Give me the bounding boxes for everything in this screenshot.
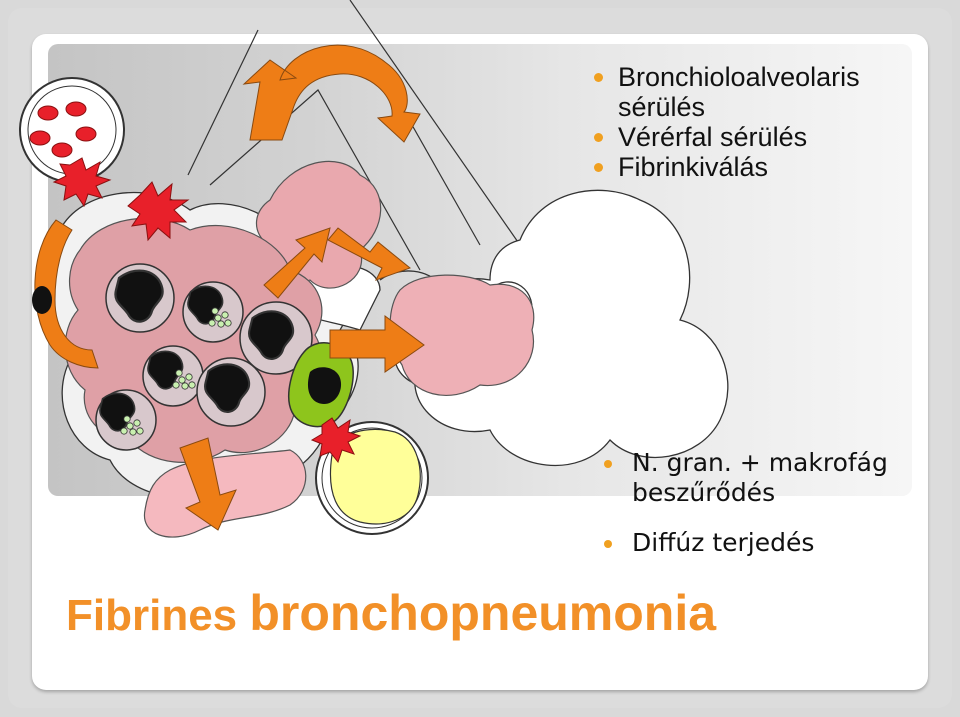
damage-star-icon <box>310 417 362 464</box>
arrow-icon <box>179 437 237 531</box>
green-macrophage <box>288 342 354 428</box>
bullet-item: Bronchioloalveolaris sérülés <box>590 62 930 122</box>
neutrophil-cell <box>142 345 204 407</box>
bullet-icon <box>594 73 603 82</box>
neutrophil-cell <box>182 281 244 343</box>
arrow-icon <box>263 227 331 299</box>
bullet-item: Diffúz terjedés <box>600 528 940 558</box>
bullet-icon <box>594 133 603 142</box>
macrophage-cell <box>239 301 313 375</box>
damage-stars <box>52 157 362 464</box>
orange-arrows <box>179 44 425 531</box>
inflammatory-cells <box>95 263 313 451</box>
red-blood-cells <box>29 101 97 158</box>
bullet-item: Fibrinkiválás <box>590 152 930 182</box>
bullet-icon <box>604 460 612 468</box>
arrow-icon <box>329 315 425 373</box>
slide-title: Fibrines bronchopneumonia <box>66 584 716 642</box>
title-word-2: bronchopneumonia <box>249 585 717 641</box>
bullet-list-top: Bronchioloalveolaris sérülés Vérérfal sé… <box>590 62 930 182</box>
damage-star-icon <box>52 157 112 208</box>
bullet-item: N. gran. + makrofág beszűrődés <box>600 448 940 508</box>
orange-edge-arc <box>32 219 99 369</box>
blood-vessel <box>19 77 125 183</box>
neutrophil-cell <box>95 389 157 451</box>
macrophage-cell <box>105 263 175 333</box>
arrow-icon <box>327 227 412 281</box>
curved-arrow-icon <box>242 44 421 143</box>
damage-star-icon <box>127 181 190 242</box>
bullet-icon <box>604 540 612 548</box>
bullet-icon <box>594 163 603 172</box>
bullet-item: Vérérfal sérülés <box>590 122 930 152</box>
macrophage-cell <box>196 357 266 427</box>
title-word-1: Fibrines <box>66 591 238 640</box>
bullet-list-bottom: N. gran. + makrofág beszűrődés Diffúz te… <box>600 448 940 558</box>
